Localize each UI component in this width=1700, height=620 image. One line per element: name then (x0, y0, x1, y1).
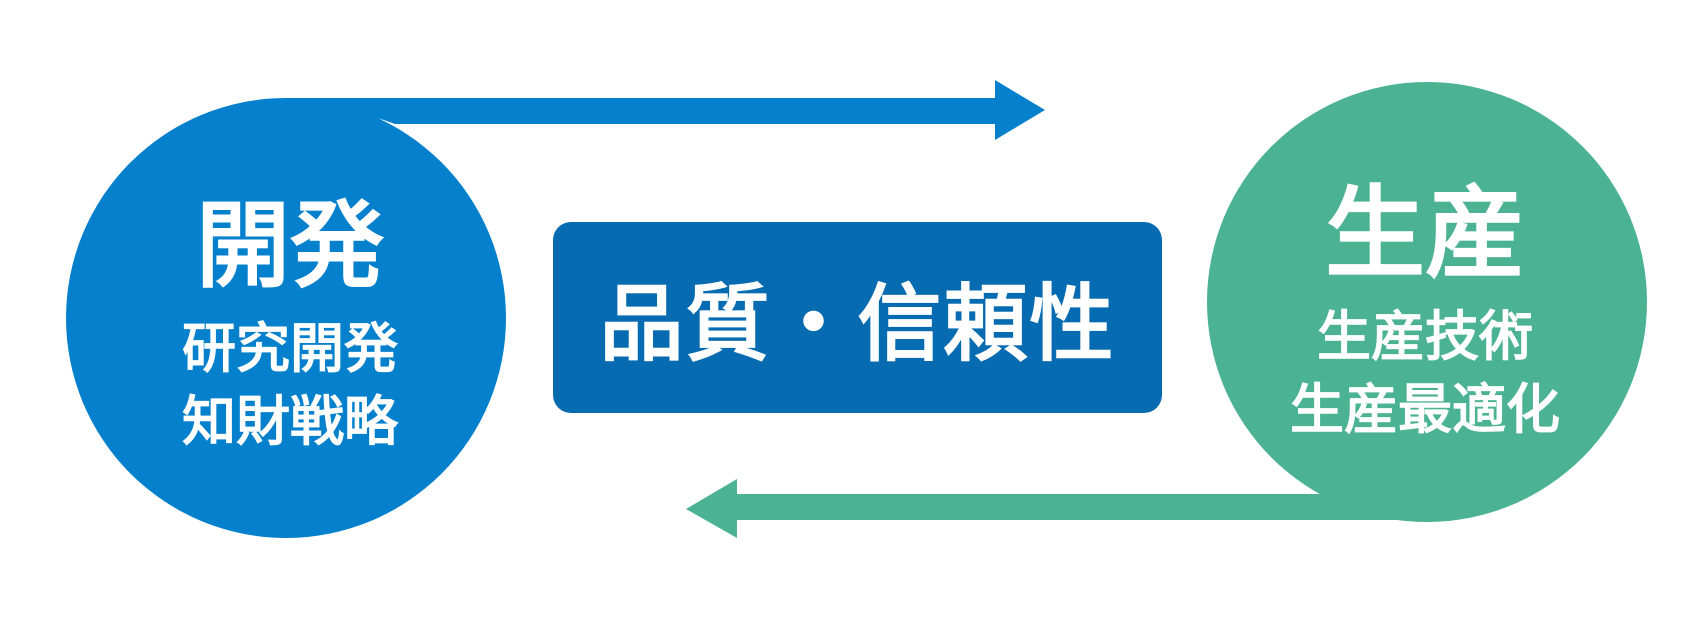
production-title: 生産 (1325, 175, 1525, 292)
production-item-optimization: 生産最適化 (1290, 378, 1560, 441)
quality-reliability-box (553, 222, 1162, 413)
production-circle (1207, 82, 1647, 522)
development-circle (66, 98, 506, 538)
production-item-technology: 生産技術 (1317, 305, 1533, 368)
quality-reliability-label: 品質・信頼性 (599, 275, 1116, 373)
arrow-to-production (285, 80, 1045, 140)
arrow-to-development (686, 479, 1445, 538)
development-item-ip-strategy: 知財戦略 (182, 390, 398, 453)
development-item-research: 研究開発 (182, 317, 398, 380)
development-title: 開発 (195, 192, 384, 301)
